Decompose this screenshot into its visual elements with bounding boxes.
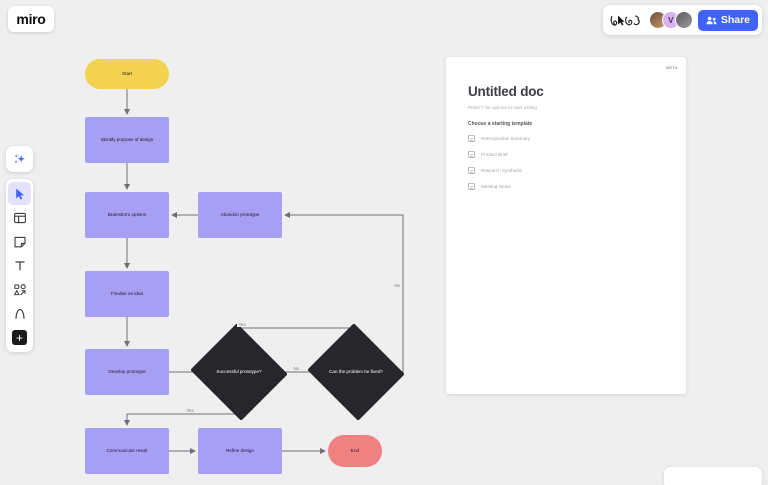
doc-template-icon: [468, 167, 475, 174]
flow-node-label: Develop prototype: [108, 368, 146, 374]
doc-beta-badge: BETA: [666, 65, 678, 70]
doc-template-icon: [468, 183, 475, 190]
pen-icon[interactable]: [8, 302, 31, 325]
doc-template-heading: Choose a starting template: [468, 121, 533, 127]
people-icon: [706, 16, 717, 24]
sticky-note-icon[interactable]: [8, 230, 31, 253]
template-label: Retrospective Summary: [481, 136, 531, 141]
template-item-research-synthesis[interactable]: Research Synthesis: [468, 167, 664, 174]
frame-icon[interactable]: [8, 206, 31, 229]
flow-node-brainstorm-options[interactable]: Brainstorm options: [85, 192, 169, 238]
flow-node-problem-fixable[interactable]: Can the problem be fixed?: [307, 323, 405, 421]
collaborator-cursors-icon[interactable]: [610, 14, 644, 27]
template-item-meeting-notes[interactable]: Meeting Notes: [468, 183, 664, 190]
template-item-retrospective-summary[interactable]: Retrospective Summary: [468, 135, 664, 142]
shapes-icon[interactable]: [8, 278, 31, 301]
doc-title[interactable]: Untitled doc: [468, 84, 544, 99]
doc-placeholder-hint: Press '/' for options or start writing: [468, 105, 537, 110]
share-button[interactable]: Share: [697, 9, 758, 31]
edge-label-no-middle: No: [292, 366, 301, 371]
sparkle-icon[interactable]: [8, 148, 31, 171]
doc-template-list: Retrospective Summary Product Brief Rese…: [468, 135, 664, 190]
flow-node-label: Brainstorm options: [107, 211, 147, 217]
flow-node-identify-purpose[interactable]: Identify purpose of design: [85, 117, 169, 163]
flow-node-label: Identify purpose of design: [100, 136, 154, 142]
flow-node-label: Finalise an idea: [110, 290, 144, 296]
flow-node-label: Successful prototype?: [216, 368, 262, 374]
flow-node-finalise-idea[interactable]: Finalise an idea: [85, 271, 169, 317]
cursor-icon[interactable]: [8, 182, 31, 205]
plus-glyph: +: [12, 330, 27, 345]
flow-node-label: Abandon prototype: [220, 211, 260, 217]
miro-logo-text: miro: [16, 11, 46, 27]
flow-node-abandon-prototype[interactable]: Abandon prototype: [198, 192, 282, 238]
doc-template-icon: [468, 135, 475, 142]
template-label: Research Synthesis: [481, 168, 522, 173]
flow-node-refine-design[interactable]: Refine design: [198, 428, 282, 474]
flow-node-label: Start: [122, 70, 132, 76]
template-item-product-brief[interactable]: Product Brief: [468, 151, 664, 158]
collaborator-avatars[interactable]: V: [648, 11, 693, 29]
text-icon[interactable]: [8, 254, 31, 277]
plus-icon[interactable]: +: [8, 326, 31, 349]
template-label: Meeting Notes: [481, 184, 511, 189]
zoom-controls-panel[interactable]: [664, 467, 762, 485]
doc-template-icon: [468, 151, 475, 158]
flow-node-label: Can the problem be fixed?: [329, 368, 383, 374]
template-label: Product Brief: [481, 152, 508, 157]
top-right-toolbar: V Share: [602, 5, 762, 35]
main-toolbar: +: [6, 179, 33, 352]
flow-node-develop-prototype[interactable]: Develop prototype: [85, 349, 169, 395]
flow-node-start[interactable]: Start: [85, 59, 169, 89]
flow-node-communicate-result[interactable]: Communicate result: [85, 428, 169, 474]
share-button-label: Share: [720, 14, 750, 26]
edge-label-no-right: No: [393, 283, 402, 288]
flow-node-label: End: [350, 447, 360, 453]
ai-tool-card: [6, 146, 33, 172]
document-panel[interactable]: BETA Untitled doc Press '/' for options …: [446, 57, 686, 394]
flow-node-end[interactable]: End: [328, 435, 382, 467]
avatar[interactable]: [674, 11, 693, 29]
miro-logo[interactable]: miro: [8, 6, 54, 32]
flow-node-label: Communicate result: [106, 447, 148, 453]
edge-label-yes-bottom: Yes: [185, 408, 196, 413]
edge-label-yes-top: Yes: [237, 322, 248, 327]
flow-node-successful-prototype[interactable]: Successful prototype?: [190, 323, 288, 421]
flow-node-label: Refine design: [225, 447, 255, 453]
